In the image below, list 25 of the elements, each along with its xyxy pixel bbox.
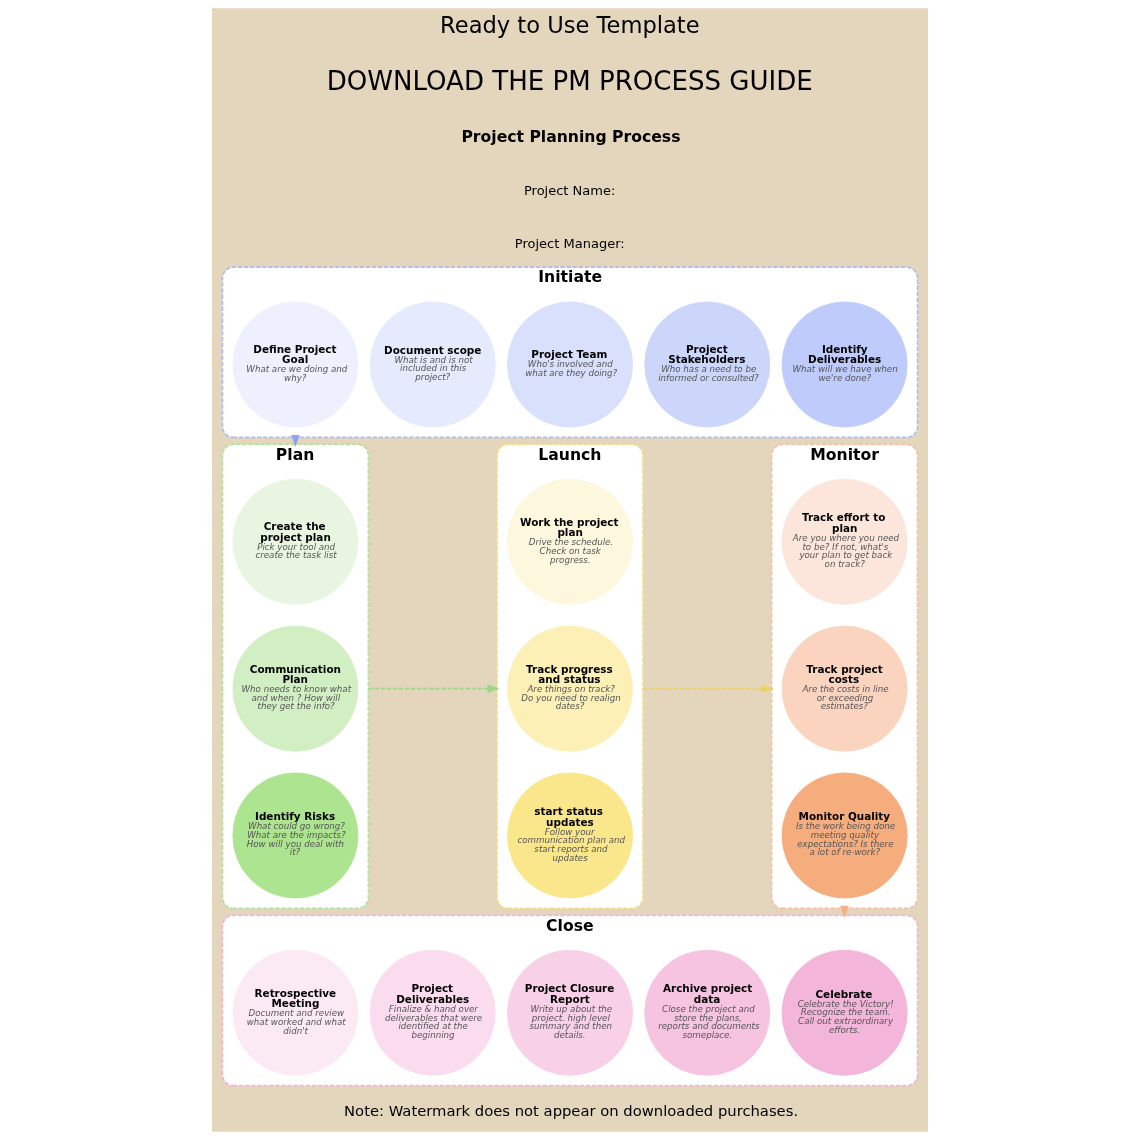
node-circle: Celebrate Celebrate the Victory! Recognize the team. Call out extraordinary efforts. xyxy=(781,949,908,1076)
label: DOWNLOAD THE PM PROCESS GUIDE xyxy=(326,65,813,96)
node-circle: Identify Deliverables What will we have when we're done? xyxy=(781,301,908,428)
label: Ready to Use Template xyxy=(440,12,700,39)
node-circle: Project Stakeholders Who has a need to be informed or consulted? xyxy=(644,301,771,428)
label: Project Planning Process xyxy=(461,126,681,146)
node-circle: Archive project data Close the project and store the plans, reports and documents someplace. xyxy=(644,949,771,1076)
label: Note: Watermark does not appear on downloaded purchases. xyxy=(344,1102,799,1120)
node-circle: Communication Plan Who needs to know what and when ? How will they get the info? xyxy=(232,625,359,752)
node-circle: Create the project plan Pick your tool and create the task list xyxy=(232,478,359,605)
node-circle: Project Team Who's involved and what are they doing? xyxy=(507,301,633,428)
node-circle: start status updates Follow your communication plan and start reports and updates xyxy=(507,772,633,899)
node-circle: Track project costs Are the costs in line or exceeding estimates? xyxy=(781,625,908,752)
node-circle: Track progress and status Are things on track? Do you need to realign dates? xyxy=(507,625,633,752)
label: Project Manager: xyxy=(514,235,625,251)
node-circle: Project Closure Report Write up about the project. high level summary and then details. xyxy=(507,949,633,1076)
node-circle: Monitor Quality Is the work being done meeting quality expectations? Is there a lot of re-work? xyxy=(781,772,908,899)
arrow xyxy=(367,684,500,693)
node-circle: Track effort to plan Are you where you need to be? If not, what's your plan to get back on track? xyxy=(781,478,908,605)
label: Project Name: xyxy=(523,182,616,198)
arrow xyxy=(642,684,775,693)
node-circle: Work the project plan Drive the schedule. Check on task progress. xyxy=(507,478,633,605)
node-circle: Document scope What is and is not included in this project? xyxy=(369,301,496,428)
node-circle: Project Deliverables Finalize & hand over deliverables that were identified at the beginning xyxy=(369,949,496,1076)
node-circle: Identify Risks What could go wrong? What are the impacts? How will you deal with it? xyxy=(232,772,359,899)
